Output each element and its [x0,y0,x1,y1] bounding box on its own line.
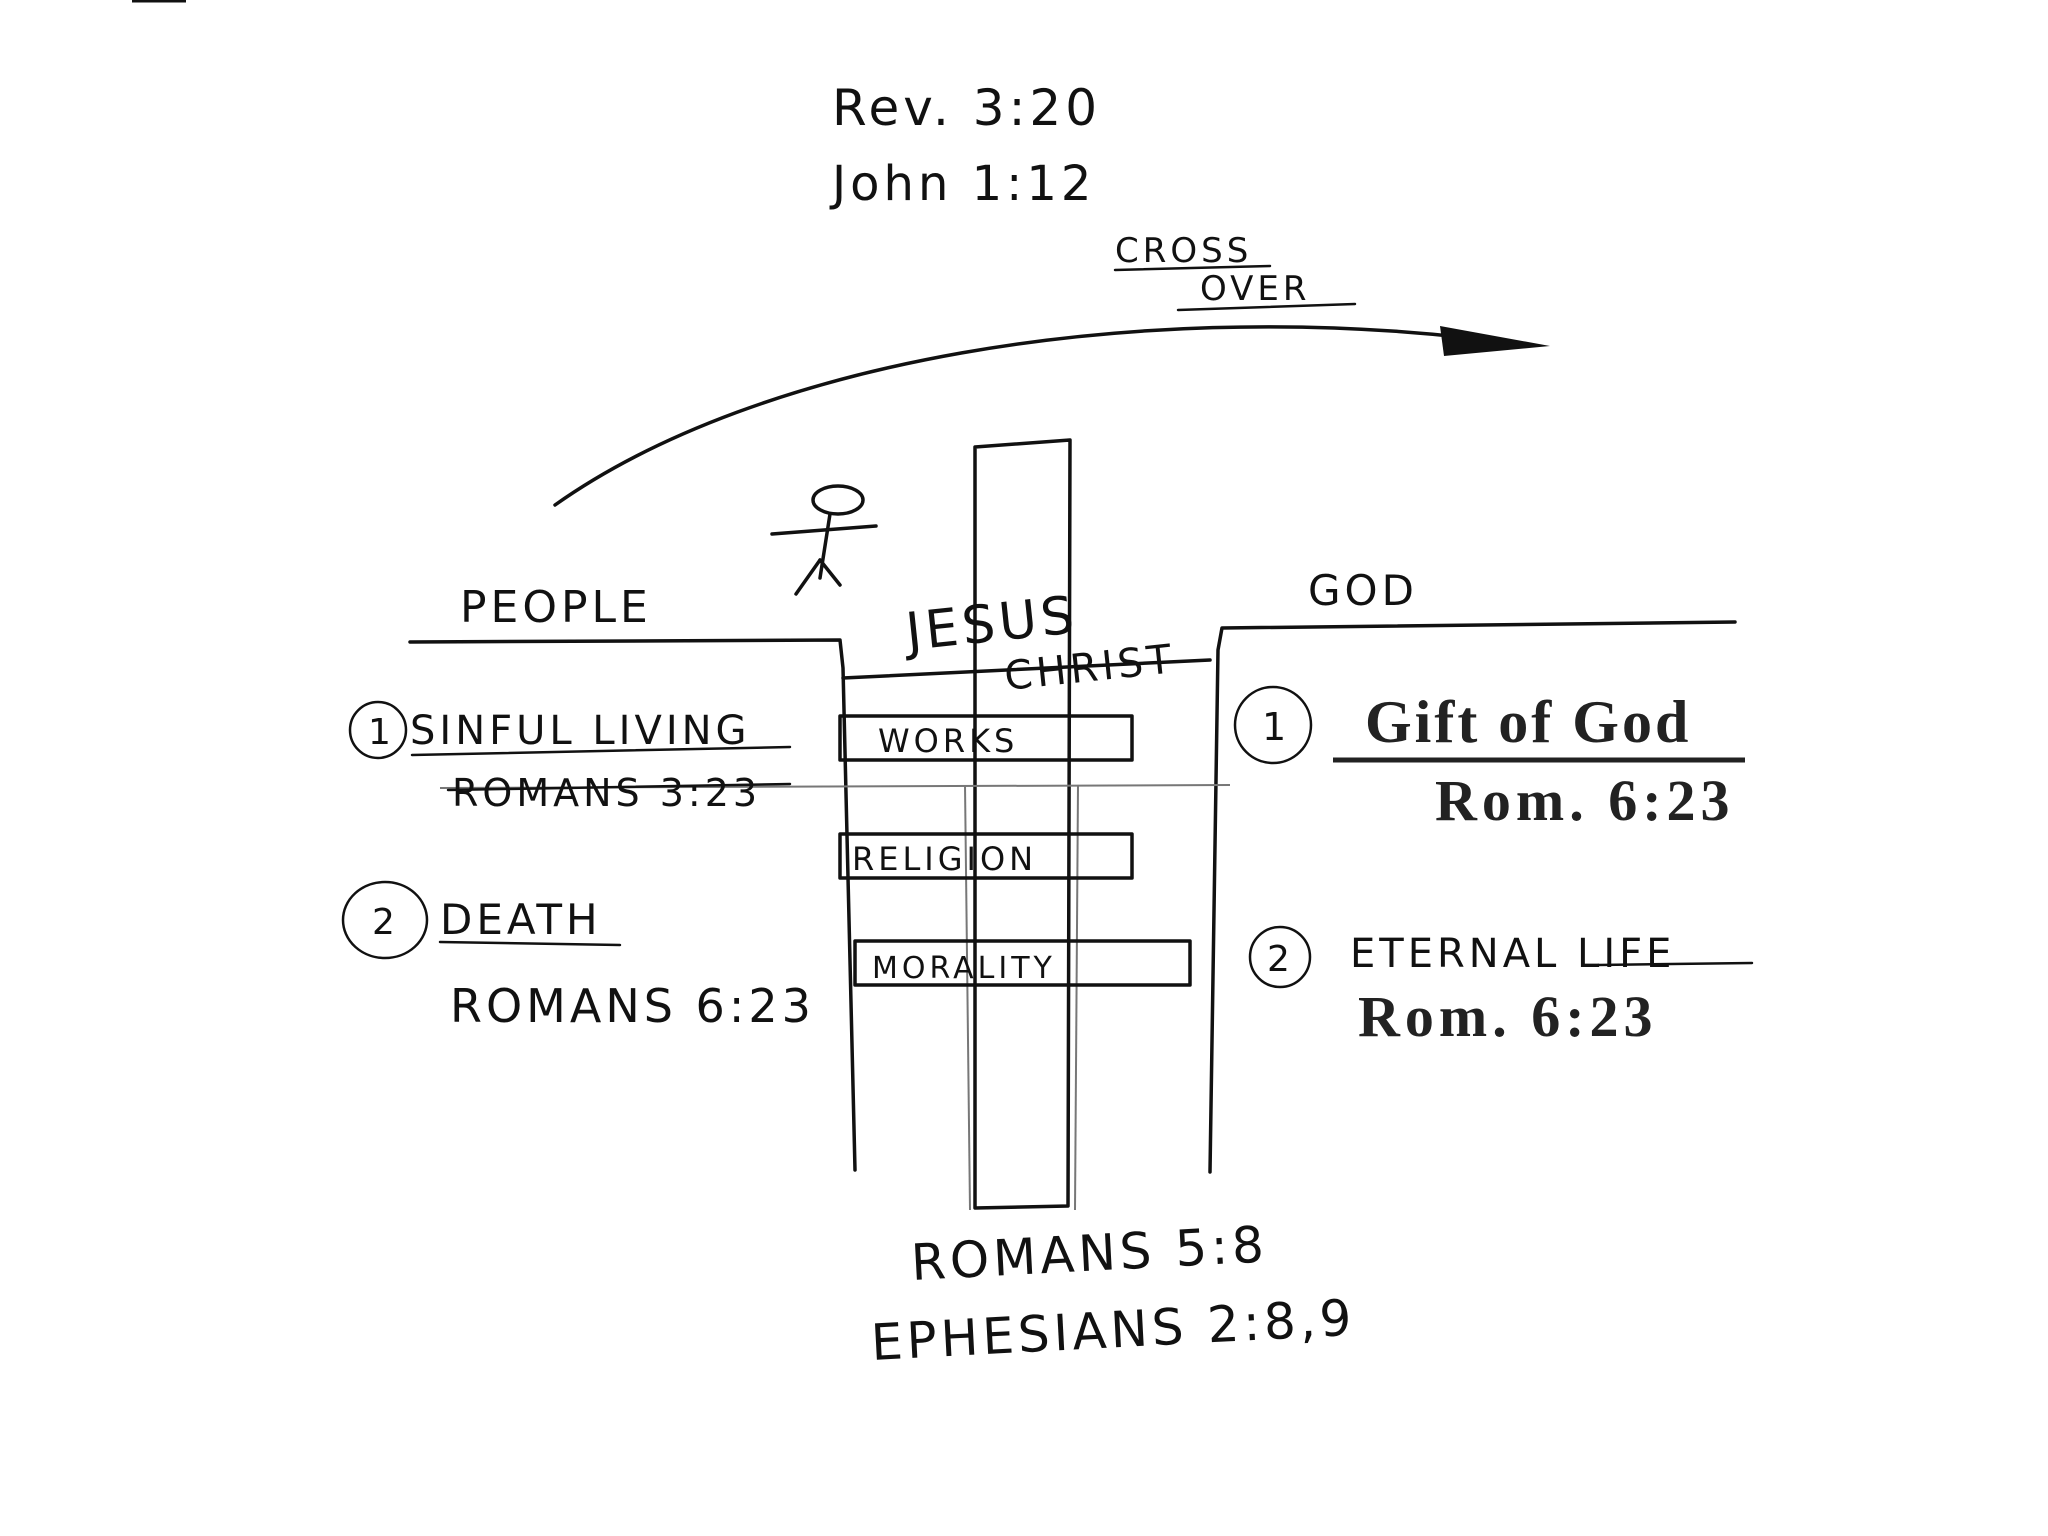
right-item2-underline [1596,961,1754,967]
left-item2-circle [341,880,429,960]
left-item2-ref: ROMANS 6:23 [450,979,815,1033]
right-item1-circle [1233,685,1313,765]
people-label: PEOPLE [460,582,652,633]
left-item2-underline [438,940,622,947]
left-item2-title: DEATH [440,895,602,944]
cross-label: CROSS [1115,231,1252,271]
right-item1-number: 1 [1262,705,1286,749]
right-item2-title: ETERNAL LIFE [1350,931,1675,977]
beam-side-left [964,784,971,1211]
left-item1-circle [348,700,408,760]
left-item2-number: 2 [372,902,395,943]
right-item2-number: 2 [1267,939,1290,980]
top-ref-1: Rev. 3:20 [832,79,1101,137]
bottom-ref-1: ROMANS 5:8 [910,1215,1269,1292]
beam-side-right [1074,784,1079,1211]
left-item1-underline [410,745,792,757]
left-item1-ref: ROMANS 3:23 [452,771,761,815]
plank-morality [853,939,1192,987]
plank-works [838,714,1134,762]
bottom-ref-2: EPHESIANS 2:8,9 [870,1289,1357,1372]
right-item1-ref: Rom. 6:23 [1435,768,1735,833]
plank-works-label: WORKS [878,722,1018,760]
cross-over-arrow [553,325,1472,507]
right-item1-title: Gift of God [1365,689,1691,755]
cross-vertical-beam [973,438,1072,1210]
plank-morality-label: MORALITY [872,951,1056,986]
plank-religion [838,832,1134,880]
plank-religion-label: RELIGION [852,840,1037,878]
cross-underline [1113,264,1272,272]
left-item1-ref-strike [446,782,792,792]
over-label: OVER [1200,269,1311,309]
left-item1-number: 1 [368,712,391,753]
bridge-top-edge [841,658,1212,680]
person-figure-icon [770,484,878,596]
left-cliff [408,638,857,1172]
top-ref-2: John 1:12 [829,156,1095,212]
right-item2-ref: Rom. 6:23 [1358,984,1658,1049]
left-item1-title: SINFUL LIVING [410,708,751,754]
god-label: GOD [1308,566,1418,615]
arrow-head-icon [1440,326,1550,356]
over-underline [1176,302,1357,312]
right-item2-circle [1248,925,1312,989]
right-cliff [1208,620,1737,1174]
